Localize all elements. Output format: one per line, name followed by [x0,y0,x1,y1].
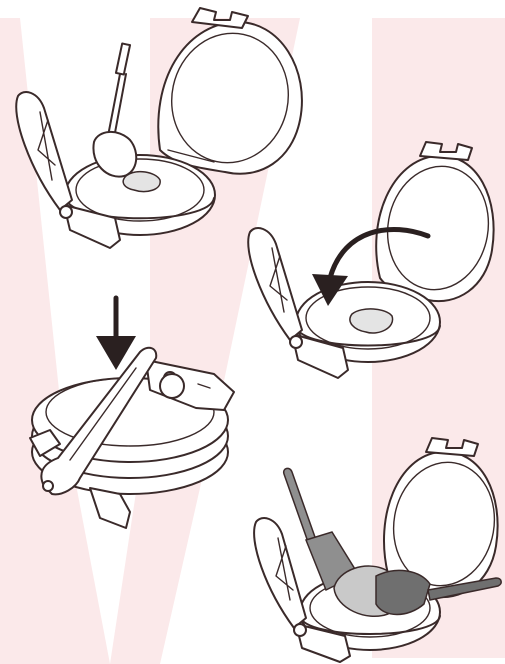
lid-handle [254,518,306,636]
down-arrow-icon [96,298,136,370]
lid-handle [248,228,302,348]
ladle-icon [93,43,136,176]
batter [350,309,393,333]
